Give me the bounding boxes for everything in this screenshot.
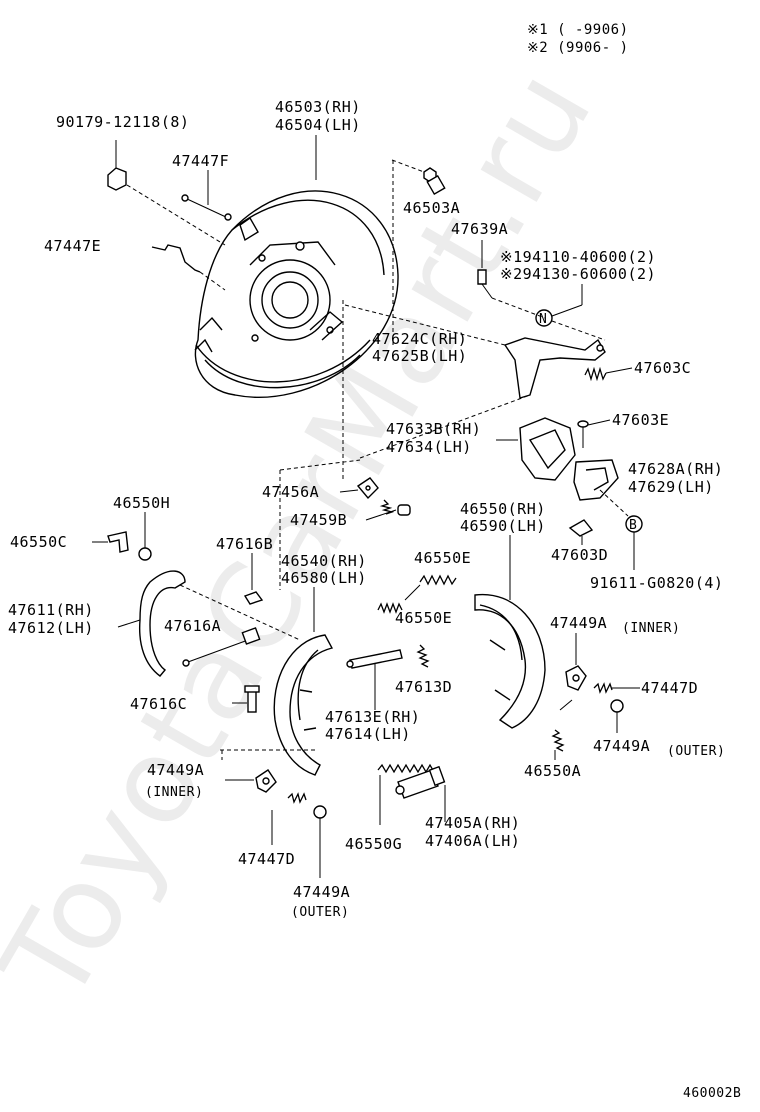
label-46590-lh: 46590(LH) [460,517,546,535]
wire-47447e [151,244,226,291]
shoe-right [474,593,546,729]
label-47447d-left: 47447D [238,850,295,868]
retainer-47449a-outer-left [313,805,327,819]
spring-46550g [377,763,439,774]
label-47459b: 47459B [290,511,347,529]
bolt-90179 [107,140,226,246]
label-47625b-lh: 47625B(LH) [372,347,467,365]
backing-plate [194,190,399,398]
label-47406a-lh: 47406A(LH) [425,832,520,850]
cylinder-47405a [395,765,446,799]
bolt-47616c [244,685,260,713]
pin-47616b [243,591,264,605]
label-47634-lh: 47634(LH) [386,438,472,456]
label-46550-rh: 46550(RH) [460,500,546,518]
label-47456a: 47456A [262,483,319,501]
callout-circle-n [535,309,553,327]
label-47449a-outer-right: 47449A [593,737,650,755]
spring-46550e-top [419,574,457,586]
label-46504-lh: 46504(LH) [275,116,361,134]
label-47603d: 47603D [551,546,608,564]
bolt-47639a [477,269,546,319]
label-47639a: 47639A [451,220,508,238]
spring-47613d [416,644,430,668]
label-inner-left: (INNER) [145,785,203,800]
bracket-47628a [573,459,619,501]
spring-47603c [584,366,607,382]
label-47613d: 47613D [395,678,452,696]
label-46503-rh: 46503(RH) [275,98,361,116]
label-91611-g0820: 91611-G0820(4) [590,574,723,592]
label-outer-right: (OUTER) [667,744,725,759]
spring-47447d-right [593,682,613,694]
clip-46550c [107,531,129,553]
label-46503a: 46503A [403,199,460,217]
adjuster-47616a [182,627,261,667]
legend-note-1: ※1 ( -9906) [527,22,629,38]
label-90179-12118: 90179-12118(8) [56,113,189,131]
label-46580-lh: 46580(LH) [281,569,367,587]
label-46550g: 46550G [345,835,402,853]
spring-46550a [551,729,565,752]
label-47447e: 47447E [44,237,101,255]
label-47611-rh: 47611(RH) [8,601,94,619]
label-47612-lh: 47612(LH) [8,619,94,637]
retainer-47449a-inner-left [255,769,277,793]
figure-code: 460002B [683,1086,741,1101]
label-46550c: 46550C [10,533,67,551]
strut-47613e [346,649,403,669]
circle-b-letter: B [629,518,637,533]
label-47614-lh: 47614(LH) [325,725,411,743]
label-94110-40600: ※194110-40600(2) [500,248,656,266]
label-47603e: 47603E [612,411,669,429]
pin-47603e [577,420,589,448]
label-47603c: 47603C [634,359,691,377]
label-outer-left: (OUTER) [291,905,349,920]
label-47449a-outer-left: 47449A [293,883,350,901]
spring-46550e-mid [377,602,403,614]
label-47633b-rh: 47633B(RH) [386,420,481,438]
label-47616b: 47616B [216,535,273,553]
retainer-46550h [138,547,152,561]
label-47628a-rh: 47628A(RH) [628,460,723,478]
label-46550e-mid: 46550E [395,609,452,627]
pin-47447f [181,194,232,221]
washer-47456a [356,477,379,500]
label-46550a: 46550A [524,762,581,780]
label-47613e-rh: 47613E(RH) [325,708,420,726]
label-46550h: 46550H [113,494,170,512]
retainer-47449a-inner-right [565,665,587,691]
label-47449a-inner-right: 47449A [550,614,607,632]
label-46550e-top: 46550E [414,549,471,567]
legend-note-2: ※2 (9906- ) [527,40,629,56]
label-47616a: 47616A [164,617,221,635]
lever-47624c [503,337,606,399]
label-94130-60600: ※294130-60600(2) [500,265,656,283]
spring-47459b [379,499,411,516]
retainer-47449a-outer-right [610,699,624,713]
label-47629-lh: 47629(LH) [628,478,714,496]
clip-47603d [568,519,594,537]
label-47624c-rh: 47624C(RH) [372,330,467,348]
bolt-46503a [391,159,446,196]
label-inner-right: (INNER) [622,621,680,636]
label-47449a-inner-left: 47449A [147,761,204,779]
circle-n-letter: N [539,312,547,327]
label-46540-rh: 46540(RH) [281,552,367,570]
label-47616c: 47616C [130,695,187,713]
label-47405a-rh: 47405A(RH) [425,814,520,832]
spring-47447d-left [287,792,307,804]
shoe-left [273,634,334,776]
label-47447f: 47447F [172,152,229,170]
label-47447d-right: 47447D [641,679,698,697]
lever-47611 [138,570,186,677]
strut-47633b [519,417,576,481]
